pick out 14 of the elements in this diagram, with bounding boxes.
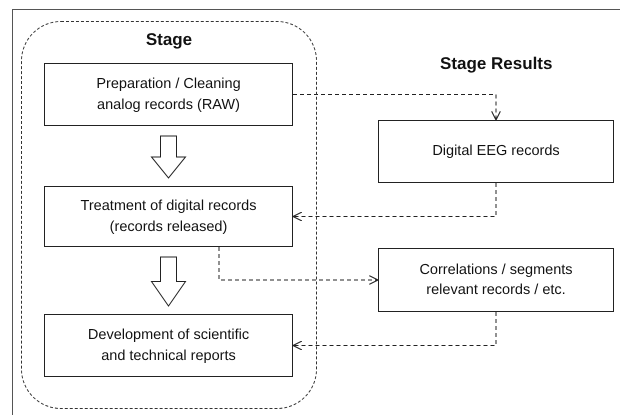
dashed-arrow	[292, 182, 496, 222]
process-box: Development of scientific and technical reports	[44, 314, 293, 377]
dashed-arrow	[218, 246, 379, 286]
block-arrow	[150, 256, 186, 307]
group-heading: Stage	[144, 30, 194, 50]
process-box: Digital EEG records	[378, 120, 614, 183]
stage-group	[21, 21, 317, 409]
block-arrow	[150, 136, 187, 179]
column-heading: Stage Results	[440, 54, 552, 74]
dashed-arrow	[292, 312, 496, 351]
process-box: Treatment of digital records (records released)	[44, 186, 293, 247]
process-box: Correlations / segments relevant records / etc.	[378, 248, 614, 312]
process-box: Preparation / Cleaning analog records (RAW)	[44, 63, 293, 126]
dashed-arrow	[292, 94, 502, 121]
